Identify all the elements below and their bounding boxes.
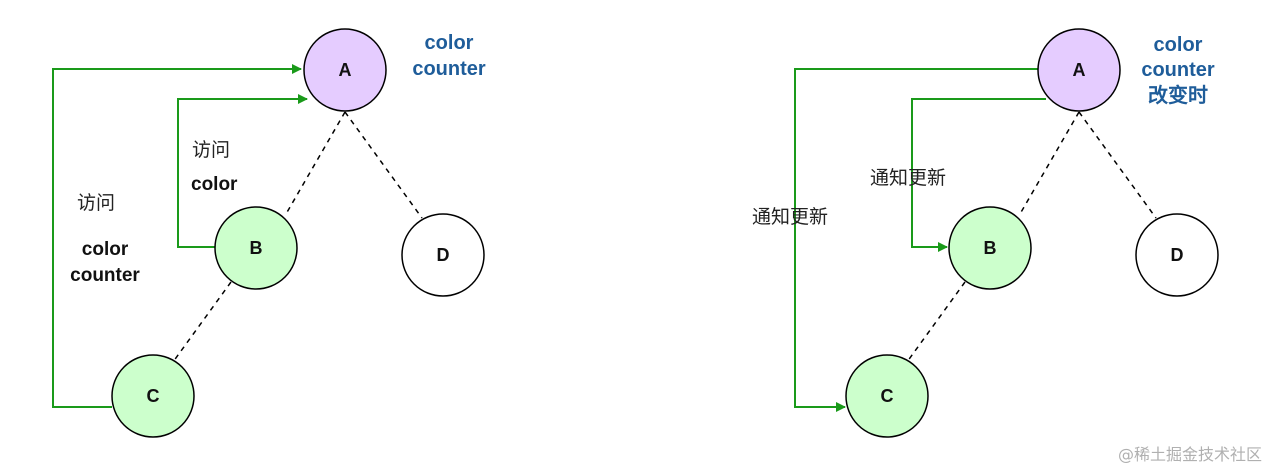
node-a-label: A xyxy=(339,60,352,80)
right-a-note-line3: 改变时 xyxy=(1148,83,1208,107)
left-a-note-line1: color xyxy=(425,32,474,54)
node-d: D xyxy=(1135,213,1219,297)
node-b-label: B xyxy=(250,238,263,258)
right-a-note-line2: counter xyxy=(1141,59,1215,81)
node-a: A xyxy=(1037,28,1121,112)
arrow-c-to-a xyxy=(52,64,302,408)
arrow-a-to-c xyxy=(794,68,1038,412)
node-d: D xyxy=(401,213,485,297)
node-c: C xyxy=(111,354,195,438)
left-b-note-line1: 访问 xyxy=(192,139,230,161)
left-b-note-line2: color xyxy=(191,174,238,195)
right-b-note: 通知更新 xyxy=(870,167,946,189)
edge-a-b xyxy=(285,111,346,215)
left-diagram: A B C D color counter 访问 color 访问 color … xyxy=(52,28,486,438)
edge-b-c xyxy=(172,281,232,363)
left-a-note-line2: counter xyxy=(412,58,486,80)
watermark: @稀土掘金技术社区 xyxy=(1118,445,1262,464)
arrow-b-to-a xyxy=(177,94,308,248)
edge-a-d xyxy=(344,111,423,219)
node-d-label: D xyxy=(1171,245,1184,265)
node-c: C xyxy=(845,354,929,438)
node-d-label: D xyxy=(437,245,450,265)
node-c-label: C xyxy=(881,386,894,406)
node-b: B xyxy=(214,206,298,290)
edge-a-d xyxy=(1078,111,1157,219)
left-c-note-line2: color xyxy=(82,239,129,260)
node-c-label: C xyxy=(147,386,160,406)
right-diagram: A B C D color counter 改变时 通知更新 通知更新 xyxy=(752,28,1219,438)
edge-a-b xyxy=(1019,111,1080,215)
arrow-a-to-b xyxy=(911,98,1046,252)
node-a-label: A xyxy=(1073,60,1086,80)
left-c-note-line3: counter xyxy=(70,265,140,286)
right-c-note: 通知更新 xyxy=(752,206,828,228)
right-a-note-line1: color xyxy=(1154,34,1203,56)
node-b: B xyxy=(948,206,1032,290)
node-b-label: B xyxy=(984,238,997,258)
left-c-note-line1: 访问 xyxy=(77,192,115,214)
edge-b-c xyxy=(906,281,966,363)
node-a: A xyxy=(303,28,387,112)
